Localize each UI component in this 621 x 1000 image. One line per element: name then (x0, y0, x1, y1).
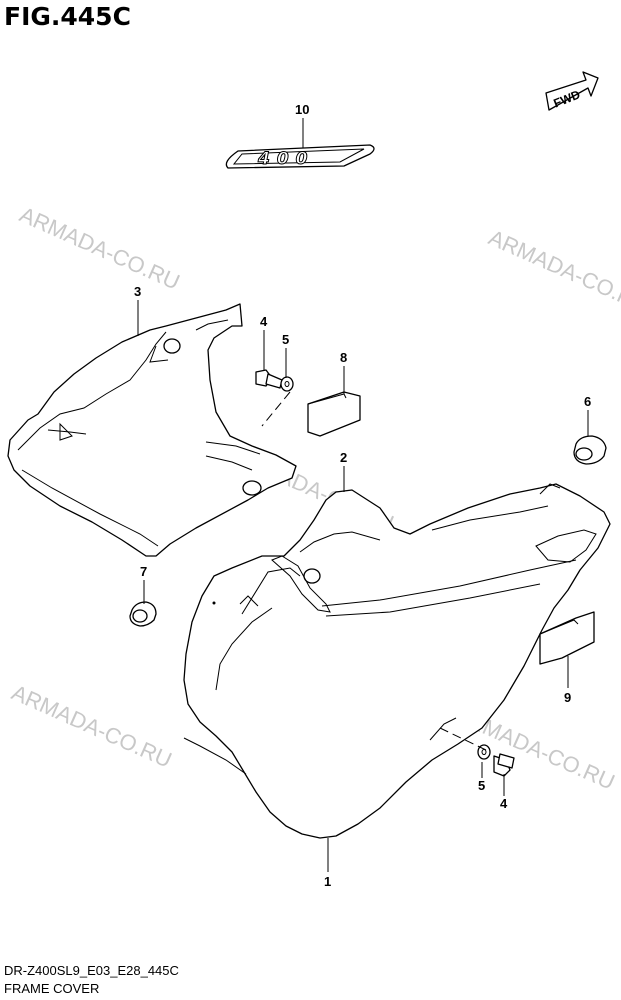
callout-10: 10 (295, 102, 309, 117)
emblem-text: 400 (257, 149, 315, 169)
pad-lower (539, 611, 595, 665)
washer-upper (280, 376, 294, 392)
watermark-4: ARMADA-CO.RU (8, 680, 176, 773)
diagram-name: FRAME COVER (4, 981, 100, 996)
callout-6: 6 (584, 394, 591, 409)
callout-4-bottom: 4 (500, 796, 508, 811)
right-frame-cover (183, 483, 611, 839)
callout-numbers: 10 3 4 5 8 6 2 7 9 5 4 1 (134, 102, 591, 889)
callout-2: 2 (340, 450, 347, 465)
grommet-6 (573, 435, 607, 465)
callout-9: 9 (564, 690, 571, 705)
watermark-1: ARMADA-CO.RU (16, 202, 184, 295)
assembly-lines (261, 391, 487, 751)
callout-5-bottom: 5 (478, 778, 485, 793)
leader-lines (137, 118, 589, 872)
bolt-upper (255, 369, 283, 389)
callout-3: 3 (134, 284, 141, 299)
forward-arrow-icon: FWD (545, 71, 599, 111)
left-frame-cover (7, 303, 297, 557)
callout-5-top: 5 (282, 332, 289, 347)
emblem-400: 400 (225, 144, 375, 170)
grommet-7 (129, 601, 157, 627)
figure-title: FIG.445C (4, 2, 131, 31)
callout-1: 1 (324, 874, 331, 889)
watermark-2: ARMADA-CO.RU (485, 225, 621, 318)
callout-7: 7 (140, 564, 147, 579)
callout-4-top: 4 (260, 314, 268, 329)
pad-upper (307, 391, 361, 437)
diagram-code: DR-Z400SL9_E03_E28_445C (4, 963, 179, 978)
callout-8: 8 (340, 350, 347, 365)
bolt-lower (493, 753, 515, 777)
